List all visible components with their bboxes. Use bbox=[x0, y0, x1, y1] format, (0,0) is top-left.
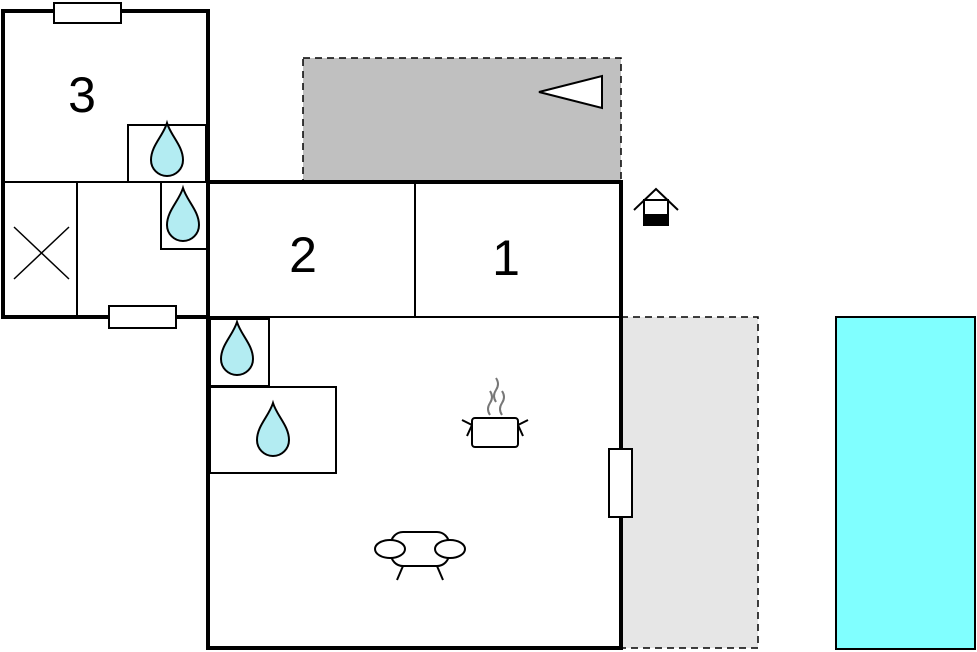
open-terrace bbox=[620, 316, 759, 649]
room-3-label: 3 bbox=[68, 67, 96, 123]
fireplace-icon bbox=[633, 187, 679, 226]
sofa-icon bbox=[374, 531, 466, 581]
room-2-label: 2 bbox=[289, 227, 317, 283]
swimming-pool bbox=[835, 316, 976, 650]
terrace-flag-icon bbox=[538, 74, 603, 110]
cooking-pot-icon bbox=[461, 377, 529, 448]
covered-terrace bbox=[302, 57, 622, 183]
window-right bbox=[608, 448, 633, 518]
interior-walls bbox=[3, 124, 621, 474]
window-top bbox=[53, 2, 122, 24]
room-1-label: 1 bbox=[492, 230, 520, 286]
storage-cross-icon bbox=[13, 226, 70, 280]
window-bottom bbox=[108, 305, 177, 329]
